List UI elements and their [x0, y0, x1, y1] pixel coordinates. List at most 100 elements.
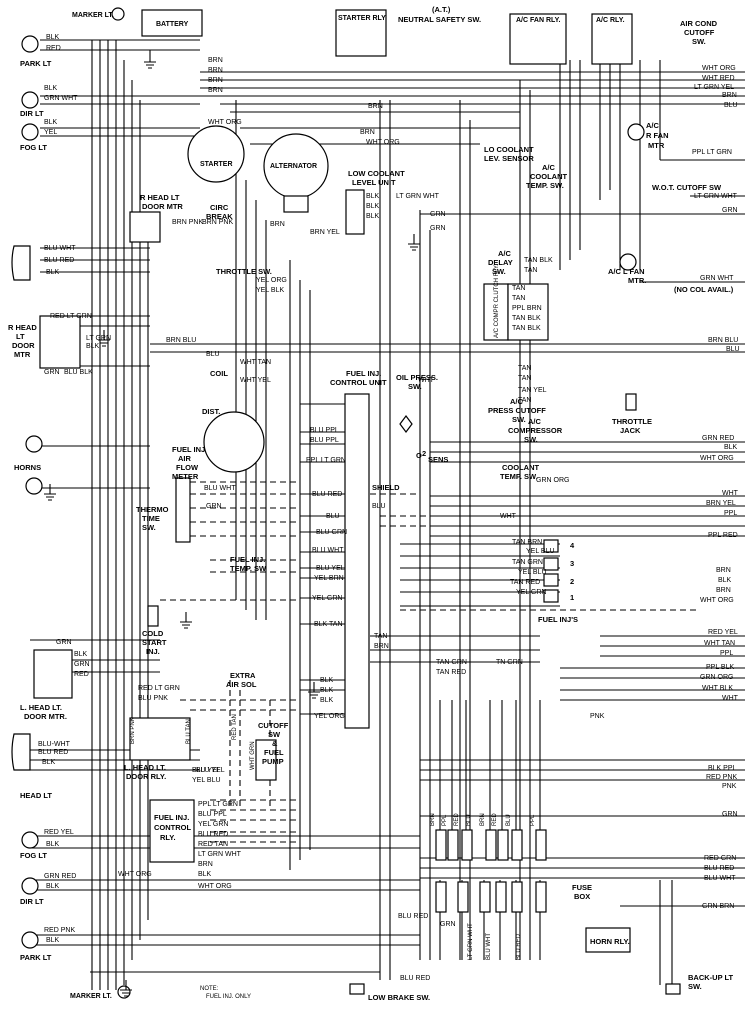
wire-label: BRN [374, 643, 389, 650]
component-shapes [11, 7, 681, 999]
wire-label: BRN YEL [706, 500, 736, 507]
label-r-head-lt-door-mtr-2: DOOR MTR [142, 202, 183, 211]
label-ac-coolant-temp-2: COOLANT [530, 172, 567, 181]
wire-label: YEL BLU [526, 548, 555, 555]
wire-label: PNK [590, 713, 605, 720]
wire-label: BLU [326, 513, 340, 520]
label-cutoff-sw-5: PUMP [262, 757, 284, 766]
wire-label: TAN [518, 397, 531, 404]
wire-labels-center: BRN BRN BRN BRN WHT ORG BRN BRN WHT ORG … [118, 57, 605, 982]
wire-label: TAN BLK [512, 325, 541, 332]
wire-label: BLK [86, 343, 100, 350]
wire-label: BLU RED [398, 913, 428, 920]
wire-label: TAN BLK [512, 315, 541, 322]
label-air-flow-1: FUEL INJ [172, 445, 205, 454]
wire-label: BLK [320, 677, 334, 684]
label-park-lt-top: PARK LT [20, 59, 52, 68]
wire-label: BRN [208, 87, 223, 94]
wire-label: BLU RED [312, 491, 342, 498]
wire-label: YEL GRN [516, 589, 546, 596]
label-cutoff-sw-4: FUEL [264, 748, 284, 757]
wire-label: WHT TAN [704, 640, 735, 647]
label-throttle-jack-1: THROTTLE [612, 417, 652, 426]
wire-label: BLU GRN [316, 529, 347, 536]
wire-label: BLK [46, 34, 60, 41]
wire-label: LT GRN WHT [694, 193, 738, 200]
label-fuel-injs: FUEL INJ'S [538, 615, 578, 624]
wire-label: RED [492, 813, 498, 826]
label-oil-press-1: OIL PRESS. [396, 373, 438, 382]
wire-label: BRN [198, 861, 213, 868]
wire-label: BRN [716, 587, 731, 594]
wire-label: TAN [518, 375, 531, 382]
label-ac-l-fan-1: A/C L FAN [608, 267, 645, 276]
wire-label: BLK [366, 213, 380, 220]
label-marker-lt-top: MARKER LT. [72, 12, 114, 19]
wire-label: RED TAN [198, 841, 228, 848]
wire-label: TAN [518, 365, 531, 372]
label-dir-lt-bottom: DIR LT [20, 897, 44, 906]
wire-label: TAN [512, 285, 525, 292]
label-low-coolant-unit-1: LOW COOLANT [348, 169, 405, 178]
wire-label: BLK [724, 444, 738, 451]
wire-label: BRN [480, 813, 486, 826]
label-fuel-inj-cu-1: FUEL INJ. [346, 369, 381, 378]
label-cutoff-sw-2: SW [268, 730, 281, 739]
ground-symbols [44, 50, 420, 997]
wire-label: BLU WHT [204, 485, 236, 492]
wire-label: BLU PNK [138, 695, 168, 702]
label-fuel-inj-rly-1: FUEL INJ. [154, 813, 189, 822]
wire-label: LT GRN WHT [468, 923, 474, 960]
wire-label: RED YEL [708, 629, 738, 636]
label-ac-delay-1: A/C [498, 249, 512, 258]
wire-label: LT GRN WHT [396, 193, 440, 200]
wire-label: BRN [722, 92, 737, 99]
wire-label: WHT ORG [700, 597, 734, 604]
label-o2-sens-2: SENS [428, 455, 448, 464]
wire-label: PPL [530, 814, 536, 826]
label-fuel-inj-cu-2: CONTROL UNIT [330, 378, 387, 387]
wire-label: PPL RED [708, 532, 738, 539]
label-wot-cutoff: W.O.T. CUTOFF SW [652, 183, 722, 192]
wire-label: BLU [724, 102, 738, 109]
wire-label: BLK [718, 577, 732, 584]
label-thermo-time-2: TIME [142, 514, 160, 523]
label-l-head-lt-door-mtr-2: DOOR MTR. [24, 712, 67, 721]
label-low-coolant-unit-2: LEVEL UNIT [352, 178, 396, 187]
wire-label: LT GRN YEL [694, 84, 734, 91]
wire-label: BRN PNK [202, 219, 233, 226]
label-air-flow-2: AIR [178, 454, 192, 463]
label-cold-start-2: START [142, 638, 167, 647]
wire-label: RED YEL [44, 829, 74, 836]
wire-label: BRN [208, 67, 223, 74]
label-lo-coolant-lev-1: LO COOLANT [484, 145, 534, 154]
wire-label: BRN [208, 57, 223, 64]
wire-label: BLU TAN [186, 719, 192, 744]
wire-label: BRN [716, 567, 731, 574]
wire-label: GRN ORG [536, 477, 569, 484]
wire-label: BLK [46, 883, 60, 890]
wire-label: YEL BLK [256, 287, 284, 294]
wire-label: YEL BLU [518, 569, 547, 576]
label-coolant-temp-sw-1: COOLANT [502, 463, 539, 472]
fuel-inj-dashed-wires [160, 481, 700, 843]
wire-label: BRN [270, 221, 285, 228]
label-ac-l-fan-2: MTR. [628, 276, 646, 285]
wire-label: BLK PPL [708, 765, 737, 772]
wire-label: GRN [74, 661, 90, 668]
terminal-number: 2 [570, 577, 574, 586]
label-back-up-lt-2: SW. [688, 982, 702, 991]
wire-label: RED PNK [706, 774, 737, 781]
label-throttle-jack-2: JACK [620, 426, 641, 435]
wire-labels-right: WHT ORG WHT RED LT GRN YEL BRN BLU PPL L… [692, 65, 740, 910]
label-ac-r-fan-2: R FAN [646, 131, 669, 140]
label-note-2: FUEL INJ. ONLY [206, 994, 251, 1000]
label-cold-start-1: COLD [142, 629, 164, 638]
wire-label: PPL LT GRN [198, 801, 238, 808]
wire-label: BLK [46, 269, 60, 276]
wire-label: GRN [722, 207, 738, 214]
wire-label: BLK [46, 937, 60, 944]
label-dist: DIST. [202, 407, 220, 416]
label-ac-rly: A/C RLY. [596, 17, 625, 24]
label-ac-compressor-3: SW. [524, 435, 538, 444]
